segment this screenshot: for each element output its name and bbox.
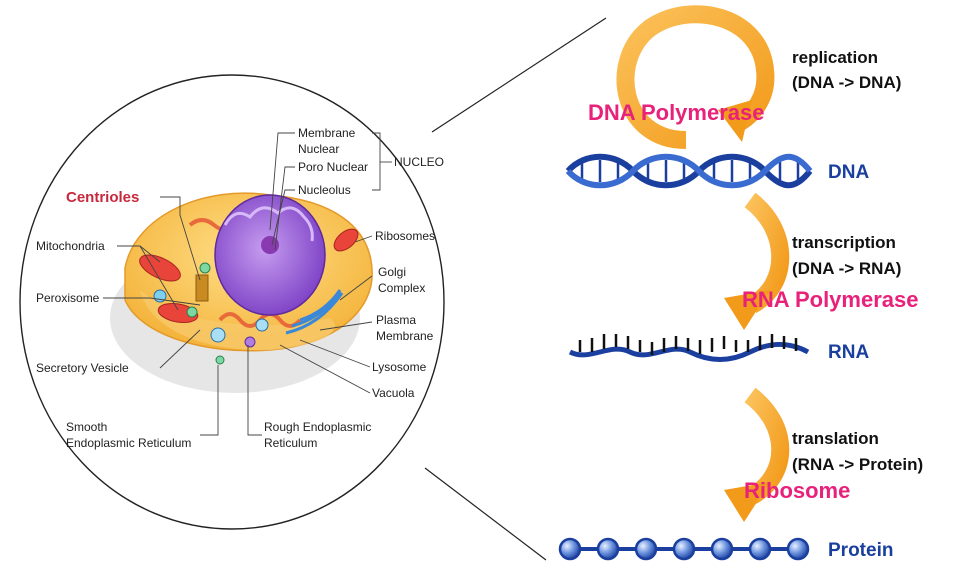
rna-label: RNA	[828, 342, 869, 363]
label-golgi-line1: Golgi	[378, 265, 406, 279]
label-membrane-nuclear-line1: Membrane	[298, 126, 356, 140]
rna-polymerase-label: RNA Polymerase	[742, 287, 918, 312]
label-nucleo: NUCLEO	[394, 155, 444, 169]
transcription-arrow	[724, 192, 790, 330]
vacuole-shape	[210, 327, 226, 343]
label-centrioles: Centrioles	[66, 189, 139, 206]
translation-arrow	[724, 387, 790, 522]
protein-label: Protein	[828, 540, 893, 561]
translation-detail: (RNA -> Protein)	[792, 455, 923, 474]
dna-polymerase-label: DNA Polymerase	[588, 100, 764, 125]
label-smooth-er-line2: Endoplasmic Reticulum	[66, 436, 191, 450]
label-vacuola: Vacuola	[372, 386, 415, 400]
nucleus-shape	[214, 194, 326, 316]
label-mitochondria: Mitochondria	[36, 239, 105, 253]
peroxisome-shape	[199, 262, 211, 274]
label-plasma-line1: Plasma	[376, 313, 416, 327]
vacuole-shape-2	[255, 318, 269, 332]
cell-leader-lines	[103, 132, 392, 436]
label-golgi-line2: Complex	[378, 281, 425, 295]
label-nucleolus: Nucleolus	[298, 183, 351, 197]
dna-label: DNA	[828, 162, 869, 183]
label-ribosomes: Ribosomes	[375, 229, 435, 243]
peroxisome-shape-2	[186, 306, 198, 318]
label-rough-er-line1: Rough Endoplasmic	[264, 420, 371, 434]
rna-strand	[568, 334, 810, 362]
replication-arrow	[616, 5, 775, 149]
mitochondria-shape	[139, 228, 359, 324]
label-smooth-er-line1: Smooth	[66, 420, 107, 434]
cell-illustration	[110, 192, 373, 393]
smooth-er-vesicle	[215, 355, 225, 365]
label-peroxisome: Peroxisome	[36, 291, 100, 305]
label-rough-er-line2: Reticulum	[264, 436, 317, 450]
golgi-shape	[285, 289, 344, 335]
protein-chain	[558, 537, 810, 561]
centriole-shape	[195, 274, 209, 302]
replication-detail: (DNA -> DNA)	[792, 73, 901, 92]
label-membrane-nuclear-line2: Nuclear	[298, 142, 339, 156]
transcription-label: transcription	[792, 233, 896, 252]
ribosome-label: Ribosome	[744, 478, 850, 503]
connector-line-top	[431, 17, 607, 133]
label-lysosome: Lysosome	[372, 360, 427, 374]
label-secretory-vesicle: Secretory Vesicle	[36, 361, 129, 375]
translation-label: translation	[792, 429, 879, 448]
transcription-detail: (DNA -> RNA)	[792, 259, 901, 278]
lysosome-shape	[244, 336, 256, 348]
label-poro-nuclear: Poro Nuclear	[298, 160, 368, 174]
label-plasma-line2: Membrane	[376, 329, 434, 343]
connector-line-bottom	[424, 467, 547, 561]
cell-cutaway-floor	[140, 290, 335, 351]
dna-helix	[565, 153, 813, 189]
nucleolus-shape	[261, 236, 279, 254]
nucleus-membrane-folds	[223, 206, 314, 242]
replication-label: replication	[792, 48, 878, 67]
